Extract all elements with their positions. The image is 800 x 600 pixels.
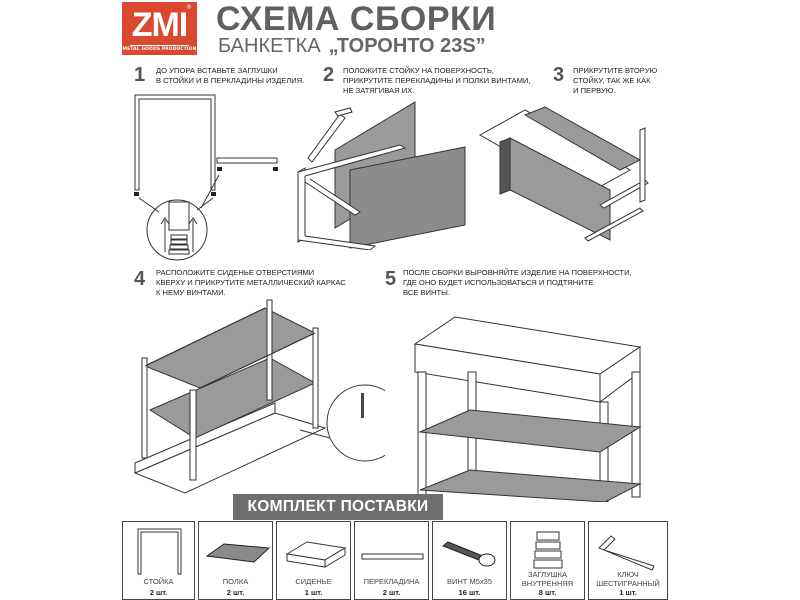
step-3-line: СТОЙКУ, ТАК ЖЕ КАК xyxy=(573,76,651,85)
kit-item-shelf: ПОЛКА 2 шт. xyxy=(198,521,273,600)
seat-icon xyxy=(285,541,347,568)
step-5-text: ПОСЛЕ СБОРКИ ВЫРОВНЯЙТЕ ИЗДЕЛИЕ НА ПОВЕР… xyxy=(403,268,632,298)
kit-title-banner: КОМПЛЕКТ ПОСТАВКИ xyxy=(233,494,443,520)
step-2-line: ПОЛОЖИТЕ СТОЙКУ НА ПОВЕРХНОСТЬ, xyxy=(343,66,494,75)
step-3-number: 3 xyxy=(553,64,565,86)
kit-item-end-cap: ЗАГЛУШКА ВНУТРЕННЯЯ 8 шт. xyxy=(510,521,585,600)
kit-item-qty: 16 шт. xyxy=(458,588,481,597)
kit-item-seat: СИДЕНЬЕ 1 шт. xyxy=(276,521,351,600)
step-2-line: ПРИКРУТИТЕ ПЕРЕКЛАДИНЫ И ПОЛКИ ВИНТАМИ, xyxy=(343,76,531,85)
kit-item-name: ЗАГЛУШКА ВНУТРЕННЯЯ xyxy=(511,570,584,588)
kit-item-name: ПОЛКА xyxy=(222,577,249,586)
page-title: СХЕМА СБОРКИ xyxy=(216,0,497,38)
kit-item-qty: 1 шт. xyxy=(619,588,637,597)
kit-item-name-line: ЗАГЛУШКА xyxy=(527,570,568,579)
step-4-number: 4 xyxy=(134,268,146,290)
kit-item-name: КЛЮЧ ШЕСТИГРАННЫЙ xyxy=(589,570,667,588)
crossbar-icon xyxy=(361,553,424,560)
step-5-illustration xyxy=(413,316,642,502)
brand-logo: ZMI ® METAL GOODS PRODUCTION xyxy=(122,2,197,55)
kit-item-name-line: КЛЮЧ xyxy=(617,570,639,579)
step-2-illustration xyxy=(297,101,466,250)
step-4-line: КВЕРХУ И ПРИКРУТИТЕ МЕТАЛЛИЧЕСКИЙ КАРКАС xyxy=(156,278,346,287)
kit-item-qty: 1 шт. xyxy=(304,588,323,597)
kit-item-name: СИДЕНЬЕ xyxy=(295,577,332,586)
step-1-line: В СТОЙКИ И В ПЕРКЛАДИНЫ ИЗДЕЛИЯ. xyxy=(156,76,305,85)
model-name: „ТОРОНТО 23S” xyxy=(328,35,486,57)
step-3-line: И ПЕРВУЮ. xyxy=(573,86,616,95)
step-1-illustration xyxy=(134,94,278,261)
kit-item-crossbar: ПЕРЕКЛАДИНА 2 шт. xyxy=(354,521,429,600)
step-3-line: ПРИКРУТИТЕ ВТОРУЮ xyxy=(573,66,658,75)
kit-item-screw: ВИНТ М5х35 16 шт. xyxy=(432,521,507,600)
kit-item-qty: 8 шт. xyxy=(538,588,557,597)
step-3-illustration xyxy=(478,106,649,242)
step-5-line: ВСЕ ВИНТЫ. xyxy=(403,288,450,297)
product-type: БАНКЕТКА xyxy=(218,35,321,57)
step-5-number: 5 xyxy=(385,268,397,290)
logo-mark: ZMI xyxy=(131,6,189,44)
kit-item-name: ВИНТ М5х35 xyxy=(447,577,492,586)
step-1-line: ДО УПОРА ВСТАВЬТЕ ЗАГЛУШКИ xyxy=(156,66,278,75)
step-4-line: РАСПОЛОЖИТЕ СИДЕНЬЕ ОТВЕРСТИЯМИ xyxy=(156,268,315,277)
step-4-illustration xyxy=(133,299,385,494)
screw-icon xyxy=(442,541,496,567)
step-4-text: РАСПОЛОЖИТЕ СИДЕНЬЕ ОТВЕРСТИЯМИ КВЕРХУ И… xyxy=(156,268,346,298)
end-cap-icon xyxy=(533,531,563,569)
frame-post-icon xyxy=(137,528,182,575)
kit-item-name-line: ВНУТРЕННЯЯ xyxy=(521,579,574,588)
step-5-line: ПОСЛЕ СБОРКИ ВЫРОВНЯЙТЕ ИЗДЕЛИЕ НА ПОВЕР… xyxy=(403,268,632,277)
logo-divider xyxy=(130,45,189,46)
shelf-icon xyxy=(205,543,271,563)
step-2-text: ПОЛОЖИТЕ СТОЙКУ НА ПОВЕРХНОСТЬ, ПРИКРУТИ… xyxy=(343,66,531,96)
step-1-number: 1 xyxy=(134,64,146,86)
step-3-text: ПРИКРУТИТЕ ВТОРУЮ СТОЙКУ, ТАК ЖЕ КАК И П… xyxy=(573,66,657,96)
hex-key-icon xyxy=(598,535,655,571)
registered-mark: ® xyxy=(186,4,192,11)
step-1-text: ДО УПОРА ВСТАВЬТЕ ЗАГЛУШКИ В СТОЙКИ И В … xyxy=(156,66,304,86)
kit-item-name: СТОЙКА xyxy=(143,577,174,586)
step-2-number: 2 xyxy=(323,64,335,86)
kit-item-post: СТОЙКА 2 шт. xyxy=(122,521,195,600)
kit-item-hex-key: КЛЮЧ ШЕСТИГРАННЫЙ 1 шт. xyxy=(588,521,668,600)
step-2-line: НЕ ЗАТЯГИВАЯ ИХ. xyxy=(343,86,415,95)
kit-item-name-line: ШЕСТИГРАННЫЙ xyxy=(596,579,660,588)
kit-item-qty: 2 шт. xyxy=(226,588,245,597)
kit-item-qty: 2 шт. xyxy=(149,588,168,597)
product-subtitle: БАНКЕТКА „ТОРОНТО 23S” xyxy=(218,35,486,58)
step-4-line: К НЕМУ ВИНТАМИ. xyxy=(156,288,226,297)
logo-tagline: METAL GOODS PRODUCTION xyxy=(122,47,197,52)
kit-item-name: ПЕРЕКЛАДИНА xyxy=(363,577,420,586)
step-5-line: ГДЕ ОНО БУДЕТ ИСПОЛЬЗОВАТЬСЯ И ПОДТЯНИТЕ xyxy=(403,278,594,287)
kit-item-qty: 2 шт. xyxy=(382,588,401,597)
